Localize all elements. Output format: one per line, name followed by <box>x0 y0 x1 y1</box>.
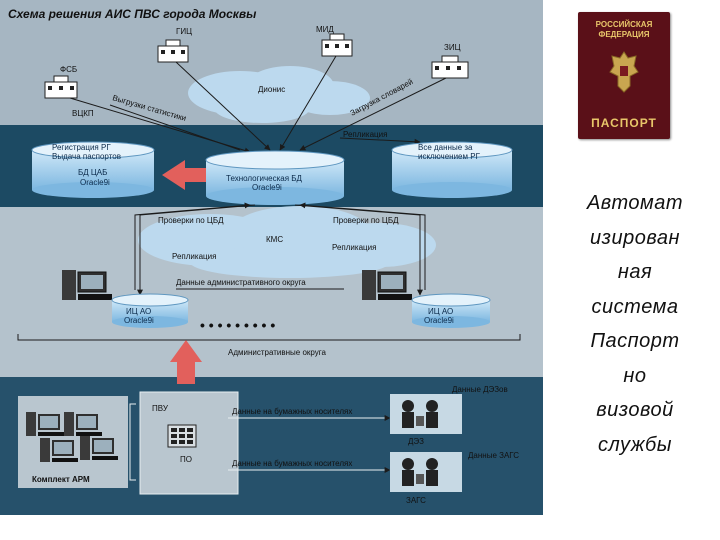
computer-icon <box>80 436 118 460</box>
agency-zic: ЗИЦ <box>444 43 461 52</box>
db-left-line1: Регистрация РГ <box>52 143 111 152</box>
ic-ao-right-label: ИЦ АО <box>428 307 453 316</box>
system-diagram: Схема решения АИС ПВС города Москвы Дион… <box>0 0 543 515</box>
building-icon <box>44 75 78 99</box>
data-dez-label: Данные ДЭЗов <box>452 385 508 394</box>
check-left-label: Проверки по ЦБД <box>158 216 224 225</box>
pvu-arm-bracket <box>129 403 136 481</box>
connector-lines <box>69 55 447 154</box>
db-left-line2: Выдача паспортов <box>52 152 121 161</box>
admin-districts-label: Административные округа <box>228 348 327 357</box>
ic-ao-right-oracle: Oracle9i <box>424 316 454 325</box>
db-center-line2: Oracle9i <box>252 183 282 192</box>
paper-data-2: Данные на бумажных носителях <box>232 459 352 468</box>
caption-line: но <box>623 364 647 387</box>
kms-label: КМС <box>266 235 283 244</box>
passport-line2: ФЕДЕРАЦИЯ <box>598 30 650 39</box>
computer-icon <box>62 270 112 300</box>
agency-vckp: ВЦКП <box>72 109 94 118</box>
db-right-line1: Все данные за <box>418 143 473 152</box>
computer-icon <box>362 270 412 300</box>
replication-lines <box>134 202 426 296</box>
pvu-label: ПВУ <box>152 404 169 413</box>
building-icon <box>431 55 469 79</box>
computer-icon <box>26 412 64 436</box>
agency-mid: МИД <box>316 25 334 34</box>
caption-text: Автомат изирован ная система Паспорт но … <box>560 186 710 462</box>
caption-line: Автомат <box>586 192 684 214</box>
db-left-line4: Oracle9i <box>80 178 110 187</box>
dez-label: ДЭЗ <box>408 437 424 446</box>
kms-cloud <box>138 206 436 278</box>
ellipsis-dots: • • • • • • • • • <box>200 317 275 333</box>
people-icon <box>402 458 438 486</box>
db-center-line1: Технологическая БД <box>226 174 303 183</box>
repl-left-label: Репликация <box>172 252 216 261</box>
diagram-title: Схема решения АИС ПВС города Москвы <box>8 7 257 21</box>
db-left-cylinder <box>31 141 155 198</box>
computer-icon <box>64 412 102 436</box>
ic-ao-left-label: ИЦ АО <box>126 307 151 316</box>
admin-districts-bracket <box>17 334 521 341</box>
caption-line: система <box>591 295 679 318</box>
document-icon <box>167 424 197 448</box>
repl-right-label: Репликация <box>332 243 376 252</box>
caption-line: Паспорт <box>590 330 680 352</box>
ic-ao-left-cylinder <box>111 293 189 328</box>
db-right-line2: исключением РГ <box>418 152 481 161</box>
caption-line: ная <box>617 261 653 283</box>
ic-ao-right-cylinder <box>411 293 491 328</box>
ic-ao-left-oracle: Oracle9i <box>124 316 154 325</box>
kit-arm-label: Комплект АРМ <box>32 475 90 484</box>
agency-gic: ГИЦ <box>176 27 192 36</box>
eagle-emblem-icon <box>609 51 639 93</box>
data-zags-label: Данные ЗАГС <box>468 451 519 460</box>
passport-cover: РОССИЙСКАЯ ФЕДЕРАЦИЯ ПАСПОРТ <box>578 12 670 139</box>
db-right-cylinder <box>391 141 513 198</box>
zags-label: ЗАГС <box>406 496 426 505</box>
db-left-line3: БД ЦАБ <box>78 168 107 177</box>
passport-line3: ПАСПОРТ <box>591 116 657 130</box>
po-label: ПО <box>180 455 192 464</box>
dionis-label: Дионис <box>258 85 285 94</box>
caption-line: службы <box>597 433 672 456</box>
building-icon <box>157 39 189 63</box>
caption-line: визовой <box>596 399 674 421</box>
paper-data-1: Данные на бумажных носителях <box>232 407 352 416</box>
agency-fsb: ФСБ <box>60 65 77 74</box>
paper-data-lines <box>228 415 391 473</box>
building-icon <box>321 33 353 57</box>
upload-arrow-icon <box>170 340 202 384</box>
computer-icon <box>40 438 78 462</box>
transfer-arrow-icon <box>162 160 206 190</box>
check-right-label: Проверки по ЦБД <box>333 216 399 225</box>
people-icon <box>402 400 438 428</box>
caption-line: изирован <box>590 226 680 249</box>
db-center-cylinder <box>205 150 345 205</box>
admin-data-label: Данные административного округа <box>176 278 306 287</box>
replication-top-label: Репликация <box>343 130 387 139</box>
dionis-cloud <box>188 66 370 123</box>
passport-line1: РОССИЙСКАЯ <box>595 20 653 29</box>
